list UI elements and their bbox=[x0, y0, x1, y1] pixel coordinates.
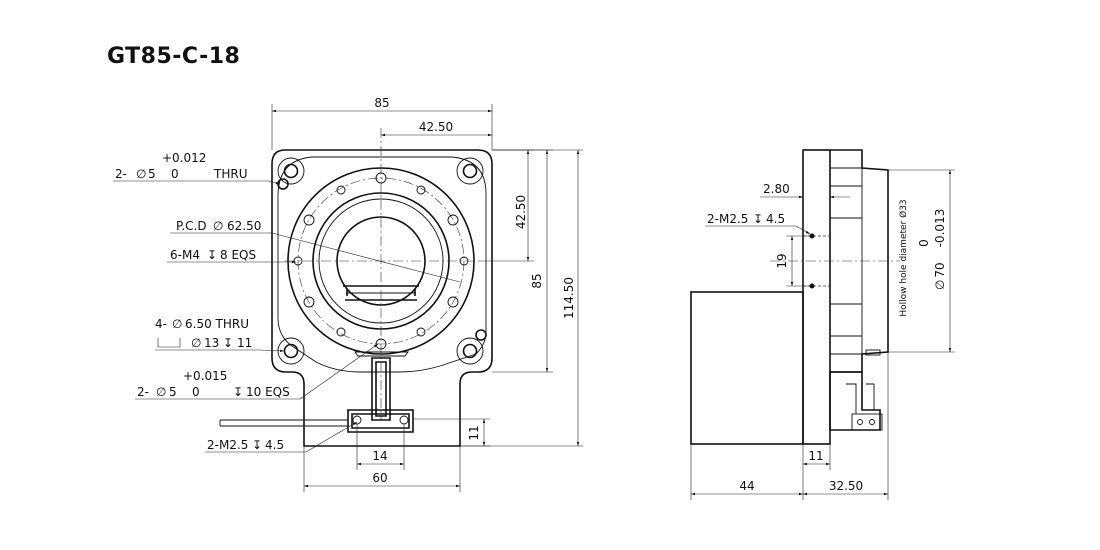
diameter-symbol: ∅ bbox=[933, 280, 947, 290]
drawing-title: GT85-C-18 bbox=[107, 44, 241, 69]
hole-b-cbore: 13 bbox=[204, 336, 219, 350]
hole-b-dia: 6.50 THRU bbox=[185, 317, 249, 331]
hole-a-tol-upper: +0.012 bbox=[162, 151, 206, 165]
diameter-symbol: ∅ bbox=[172, 317, 182, 331]
diameter-symbol: ∅ bbox=[213, 219, 223, 233]
hole-a-tol-lower: 0 bbox=[171, 167, 179, 181]
side-connector bbox=[829, 371, 881, 431]
m4-depth: 8 EQS bbox=[220, 248, 256, 262]
connector-foot bbox=[347, 409, 414, 433]
dim-4250-half-width: 42.50 bbox=[419, 120, 453, 134]
pcd-value: 62.50 bbox=[227, 219, 261, 233]
leader-line bbox=[267, 180, 281, 185]
m4-hole bbox=[336, 327, 346, 337]
hole-b-cbore-depth: 11 bbox=[237, 336, 252, 350]
hole-c-tol-upper: +0.015 bbox=[183, 369, 227, 383]
hole-c-depth: 10 EQS bbox=[246, 385, 290, 399]
depth-symbol: ↧ bbox=[223, 336, 233, 350]
side-connector-detail bbox=[846, 383, 875, 414]
side-foot-hole bbox=[869, 419, 875, 425]
mount-hole-bl bbox=[283, 343, 299, 359]
m4-hole bbox=[416, 327, 426, 337]
dim-280: 2.80 bbox=[763, 182, 790, 196]
corner-boss-br bbox=[456, 337, 484, 365]
depth-symbol: ↧ bbox=[753, 212, 763, 226]
diameter-symbol: ∅ bbox=[191, 336, 201, 350]
side-foot-hole bbox=[857, 419, 863, 425]
dim-85-width: 85 bbox=[374, 96, 389, 110]
side-boss bbox=[865, 349, 881, 356]
connector-strap bbox=[354, 351, 409, 357]
pin-hole-right bbox=[475, 329, 487, 341]
side-connector-foot bbox=[851, 413, 883, 431]
m4-hole bbox=[447, 214, 459, 226]
m4-hole bbox=[447, 296, 459, 308]
diameter-symbol: ∅ bbox=[156, 385, 166, 399]
counterbore-symbol bbox=[157, 338, 181, 348]
dim-19: 19 bbox=[775, 253, 789, 268]
m4-label: 6-M4 bbox=[170, 248, 200, 262]
mount-hole-tl bbox=[283, 163, 299, 179]
hole-c-tol-lower: 0 bbox=[192, 385, 200, 399]
side-flange bbox=[802, 149, 831, 445]
hole-b-count: 4- bbox=[155, 317, 167, 331]
dia-70-nominal: 70 bbox=[933, 262, 947, 277]
corner-boss-tr bbox=[456, 157, 484, 185]
dim-11-front: 11 bbox=[467, 425, 481, 440]
leader-line bbox=[795, 225, 811, 235]
m4-hole bbox=[303, 296, 315, 308]
mount-hole-br bbox=[462, 343, 478, 359]
cable bbox=[219, 419, 348, 427]
dim-14: 14 bbox=[372, 449, 387, 463]
side-m25-depth: 4.5 bbox=[766, 212, 785, 226]
m4-hole bbox=[303, 214, 315, 226]
dia-70-lower: -0.013 bbox=[933, 209, 947, 248]
dim-4250-half-height: 42.50 bbox=[514, 195, 528, 229]
front-view: 85 42.50 42.50 85 114.50 11 14 60 bbox=[113, 96, 583, 492]
flange-outline bbox=[271, 149, 493, 447]
depth-symbol: ↧ bbox=[233, 385, 243, 399]
foot-hole-right bbox=[399, 415, 409, 425]
dim-60: 60 bbox=[372, 471, 387, 485]
hole-c-dia: 5 bbox=[169, 385, 177, 399]
dim-11-side: 11 bbox=[808, 449, 823, 463]
m4-hole bbox=[416, 185, 426, 195]
foot-hole-left bbox=[352, 415, 362, 425]
dim-44: 44 bbox=[739, 479, 754, 493]
dim-11450-total-height: 114.50 bbox=[562, 277, 576, 319]
pcd-label: P.C.D bbox=[176, 219, 207, 233]
dia-70-upper: 0 bbox=[917, 239, 931, 247]
corner-boss-tl bbox=[277, 157, 305, 185]
m25-label: 2-M2.5 bbox=[207, 438, 248, 452]
leader-line bbox=[259, 349, 285, 353]
connector-bracket bbox=[371, 357, 391, 421]
side-view: 2.80 2-M2.5 ↧ 4.5 19 Hollow hole diamete… bbox=[690, 149, 955, 500]
m4-hole bbox=[336, 185, 346, 195]
leader-line bbox=[305, 421, 358, 453]
side-m25-label: 2-M2.5 bbox=[707, 212, 748, 226]
leader-line bbox=[299, 343, 379, 400]
hole-c-count: 2- bbox=[137, 385, 149, 399]
leader-line bbox=[271, 232, 461, 283]
hole-a-suffix: THRU bbox=[213, 167, 247, 181]
dim-3250: 32.50 bbox=[829, 479, 863, 493]
diameter-symbol: ∅ bbox=[136, 167, 146, 181]
depth-symbol: ↧ bbox=[252, 438, 262, 452]
hollow-hole-label: Hollow hole diameter Ø33 bbox=[898, 199, 909, 316]
motor-body bbox=[690, 291, 804, 445]
dim-85-height: 85 bbox=[530, 273, 544, 288]
mount-hole-tr bbox=[462, 163, 478, 179]
bore-flat bbox=[343, 285, 419, 301]
depth-symbol: ↧ bbox=[207, 248, 217, 262]
m25-depth: 4.5 bbox=[265, 438, 284, 452]
hole-a-dia: 5 bbox=[148, 167, 156, 181]
hole-a-count: 2- bbox=[115, 167, 127, 181]
flange-inner-outline bbox=[277, 156, 487, 373]
